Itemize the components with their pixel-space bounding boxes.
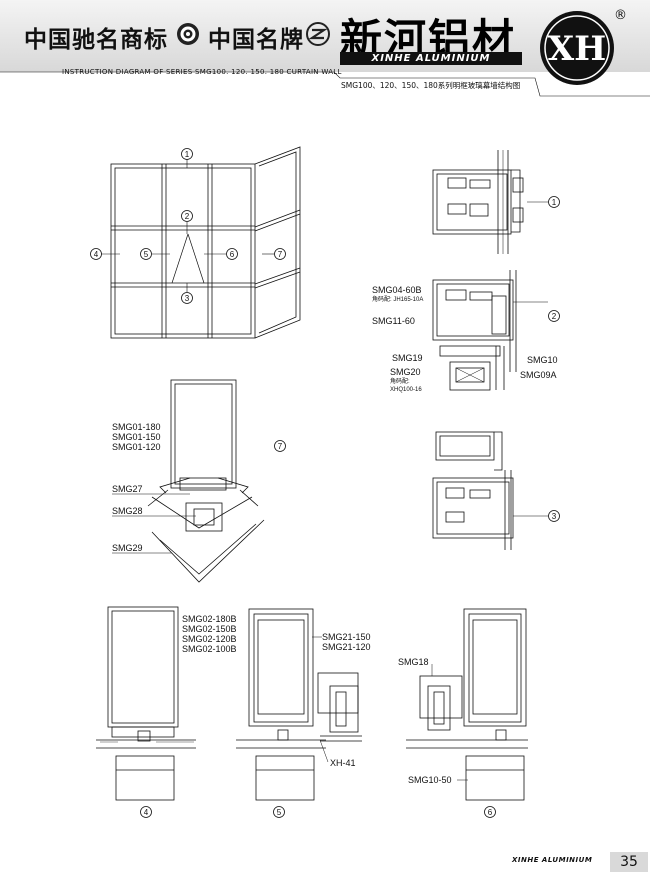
sec2-label-smg20: SMG20 (390, 367, 421, 377)
sec6-label-smg10-50: SMG10-50 (408, 775, 452, 785)
registered-mark: ® (614, 8, 627, 23)
sec7-label-smg01-180: SMG01-180 (112, 422, 161, 432)
famous-trademark-title: 中国驰名商标 (24, 27, 168, 53)
section-3 (432, 431, 560, 550)
header-rule (0, 71, 650, 97)
elevation-view (90, 146, 301, 339)
sec4-label-100b: SMG02-100B (182, 644, 237, 654)
sec4-label-180b: SMG02-180B (182, 614, 237, 624)
famous-brand-title: 中国名牌 (208, 27, 304, 53)
sec3-callout: 3 (552, 512, 557, 521)
sec7-label-smg01-120: SMG01-120 (112, 442, 161, 452)
sec1-callout: 1 (552, 198, 557, 207)
section-7 (112, 379, 286, 583)
page-header: 中国驰名商标 中国名牌 新河铝材 XINHE ALUMINIUM XH ® IN… (0, 0, 650, 100)
brand-name-en: XINHE ALUMINIUM (340, 52, 522, 65)
sec5-label-xh41: XH-41 (330, 758, 356, 768)
brand-seal-icon (306, 22, 330, 46)
sec7-label-smg27: SMG27 (112, 484, 143, 494)
section-5 (236, 608, 362, 818)
sec2-callout: 2 (552, 312, 557, 321)
sec2-note-xhq: XHQ100-16 (390, 387, 422, 393)
trademark-seal-icon (177, 23, 199, 45)
sec2-note-jh165: 角码配: JH165-10A (372, 295, 423, 303)
elev-callout-7: 7 (278, 250, 283, 259)
section-4 (96, 606, 196, 818)
sec7-callout: 7 (278, 442, 283, 451)
sec6-label-smg18: SMG18 (398, 657, 429, 667)
instruction-cn: SMG100、120、150、180系列明框玻璃幕墙结构图 (341, 81, 521, 90)
sec2-note-corner: 角码配: (390, 377, 410, 385)
sec2-label-smg19: SMG19 (392, 353, 423, 363)
page-number: 35 (610, 852, 648, 872)
sec5-label-smg21-150: SMG21-150 (322, 632, 371, 642)
sec4-callout: 4 (144, 808, 149, 817)
sec7-label-smg01-150: SMG01-150 (112, 432, 161, 442)
elev-callout-6: 6 (230, 250, 235, 259)
section-6 (406, 608, 528, 818)
sec4-label-120b: SMG02-120B (182, 634, 237, 644)
sec7-label-smg28: SMG28 (112, 506, 143, 516)
sec4-label-150b: SMG02-150B (182, 624, 237, 634)
sec6-callout: 6 (488, 808, 493, 817)
sec2-label-smg11: SMG11-60 (372, 316, 415, 326)
sec5-label-smg21-120: SMG21-120 (322, 642, 371, 652)
sec5-callout: 5 (277, 808, 282, 817)
section-2 (432, 270, 560, 391)
elev-callout-5: 5 (144, 250, 149, 259)
elev-callout-4: 4 (94, 250, 99, 259)
elev-callout-1: 1 (185, 150, 190, 159)
logo-text: XH (548, 29, 607, 69)
sec7-label-smg29: SMG29 (112, 543, 143, 553)
footer-brand: XINHE ALUMINIUM (512, 856, 593, 864)
elev-callout-3: 3 (185, 294, 190, 303)
xh-logo: XH (540, 11, 614, 85)
elev-callout-2: 2 (185, 212, 190, 221)
sec2-label-smg04: SMG04-60B (372, 285, 422, 295)
sec2-label-smg10: SMG10 (527, 355, 558, 365)
header-band (0, 0, 650, 72)
sec2-label-smg09a: SMG09A (520, 370, 557, 380)
section-1 (432, 150, 560, 254)
